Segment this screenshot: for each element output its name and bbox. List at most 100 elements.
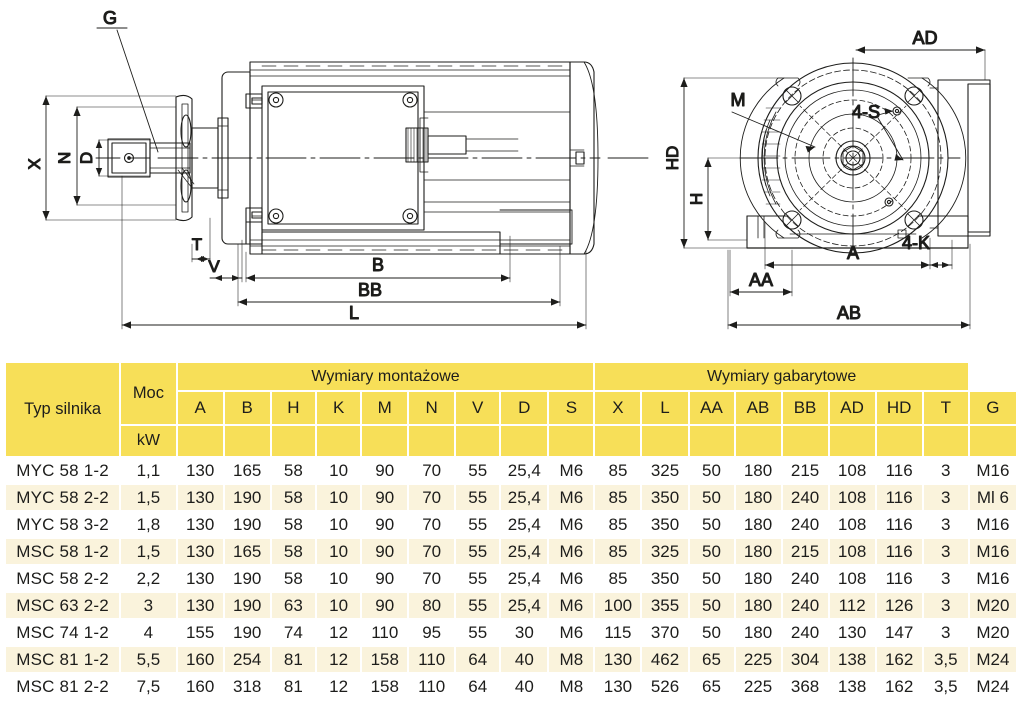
cell-HD: 116 [885, 568, 913, 588]
dim-label-HD: HD [663, 146, 682, 171]
cell-H: 58 [283, 460, 303, 480]
cell-K: 10 [329, 460, 349, 480]
dim-label-BB: BB [358, 280, 382, 300]
header-col-T: T [923, 392, 968, 424]
cell-S: M6 [559, 622, 584, 642]
header-col-L: L [642, 392, 688, 424]
cell-V: 55 [456, 485, 500, 510]
header-col-HD: HD [876, 392, 922, 424]
cell-L: 526 [650, 676, 680, 696]
dim-label-AB: AB [837, 303, 861, 323]
cell-motor-type: MYC 58 3-2 [16, 514, 109, 534]
cell-T: 3 [941, 460, 951, 480]
cell-V: 55 [456, 539, 500, 564]
cell-G: M24 [969, 647, 1016, 672]
header-unit-BB [782, 426, 828, 456]
cell-B: 254 [224, 647, 270, 672]
cell-N: 70 [409, 485, 455, 510]
cell-power-kw: 3 [121, 593, 176, 618]
cell-X: 100 [595, 593, 641, 618]
cell-K: 10 [316, 485, 361, 510]
cell-AB: 225 [735, 647, 781, 672]
header-col-X: X [595, 392, 641, 424]
cell-M: 90 [362, 485, 408, 510]
cell-V: 64 [456, 647, 500, 672]
cell-BB: 304 [782, 647, 828, 672]
cell-S: M8 [559, 676, 584, 696]
cell-X: 85 [595, 485, 641, 510]
cell-G: M16 [969, 539, 1016, 564]
cell-G: M20 [969, 593, 1016, 618]
cell-H: 63 [271, 593, 315, 618]
cell-power-kw: 4 [143, 622, 154, 642]
cell-D: 40 [501, 647, 548, 672]
cell-T: 3 [923, 485, 968, 510]
header-unit-X [595, 426, 641, 456]
dim-label-D: D [77, 152, 96, 164]
cell-H: 81 [283, 676, 303, 696]
cell-HD: 162 [876, 647, 922, 672]
cell-S: M6 [559, 514, 584, 534]
cell-V: 55 [456, 593, 500, 618]
header-unit-AB [735, 426, 781, 456]
dim-label-N: N [55, 152, 74, 164]
dim-label-H: H [687, 193, 706, 205]
cell-AD: 108 [837, 460, 867, 480]
header-col-AA: AA [689, 392, 734, 424]
cell-S: M6 [559, 460, 584, 480]
header-unit-L [642, 426, 688, 456]
cell-S: M6 [549, 539, 594, 564]
cell-B: 190 [233, 514, 262, 534]
header-unit-T [923, 426, 968, 456]
cell-G: M16 [976, 568, 1010, 588]
cell-A: 155 [185, 622, 215, 642]
cell-motor-type: MSC 58 2-2 [16, 568, 109, 588]
cell-K: 10 [329, 568, 349, 588]
cell-HD: 116 [876, 485, 922, 510]
cell-power-kw: 1,1 [136, 460, 161, 480]
cell-BB: 368 [790, 676, 820, 696]
cell-T: 3,5 [933, 676, 958, 696]
cell-AD: 130 [837, 622, 867, 642]
cell-H: 58 [283, 514, 303, 534]
cell-X: 85 [608, 568, 628, 588]
cell-M: 158 [362, 647, 408, 672]
cell-power-kw: 1,5 [121, 485, 176, 510]
cell-M: 90 [362, 539, 408, 564]
cell-V: 64 [468, 676, 488, 696]
header-unit-S [549, 426, 594, 456]
cell-HD: 147 [884, 622, 914, 642]
cell-A: 130 [185, 514, 215, 534]
technical-drawings: X N D G [24, 7, 991, 330]
cell-K: 12 [329, 676, 349, 696]
dim-label-T: T [192, 235, 202, 254]
cell-D: 25,4 [507, 514, 541, 534]
cell-T: 3 [941, 622, 951, 642]
cell-N: 80 [409, 593, 455, 618]
header-unit-K [316, 426, 361, 456]
cell-AD: 108 [829, 539, 875, 564]
cell-T: 3 [941, 568, 951, 588]
header-col-D: D [501, 392, 548, 424]
cell-K: 10 [316, 539, 361, 564]
header-row-groups: Typ silnika Moc Wymiary montażowe Wymiar… [6, 363, 1016, 456]
end-view-drawing: AD HD H M [662, 27, 991, 330]
cell-AA: 50 [702, 514, 721, 534]
cell-AD: 108 [829, 485, 875, 510]
cell-T: 3 [923, 593, 968, 618]
cell-AA: 50 [702, 460, 721, 480]
cell-AA: 65 [689, 647, 734, 672]
cell-AB: 180 [735, 593, 781, 618]
cell-N: 70 [422, 460, 442, 480]
cell-H: 58 [271, 485, 315, 510]
header-col-M: M [362, 392, 408, 424]
cell-T: 3,5 [923, 647, 968, 672]
dim-label-V: V [208, 257, 220, 276]
cell-AB: 180 [743, 460, 773, 480]
